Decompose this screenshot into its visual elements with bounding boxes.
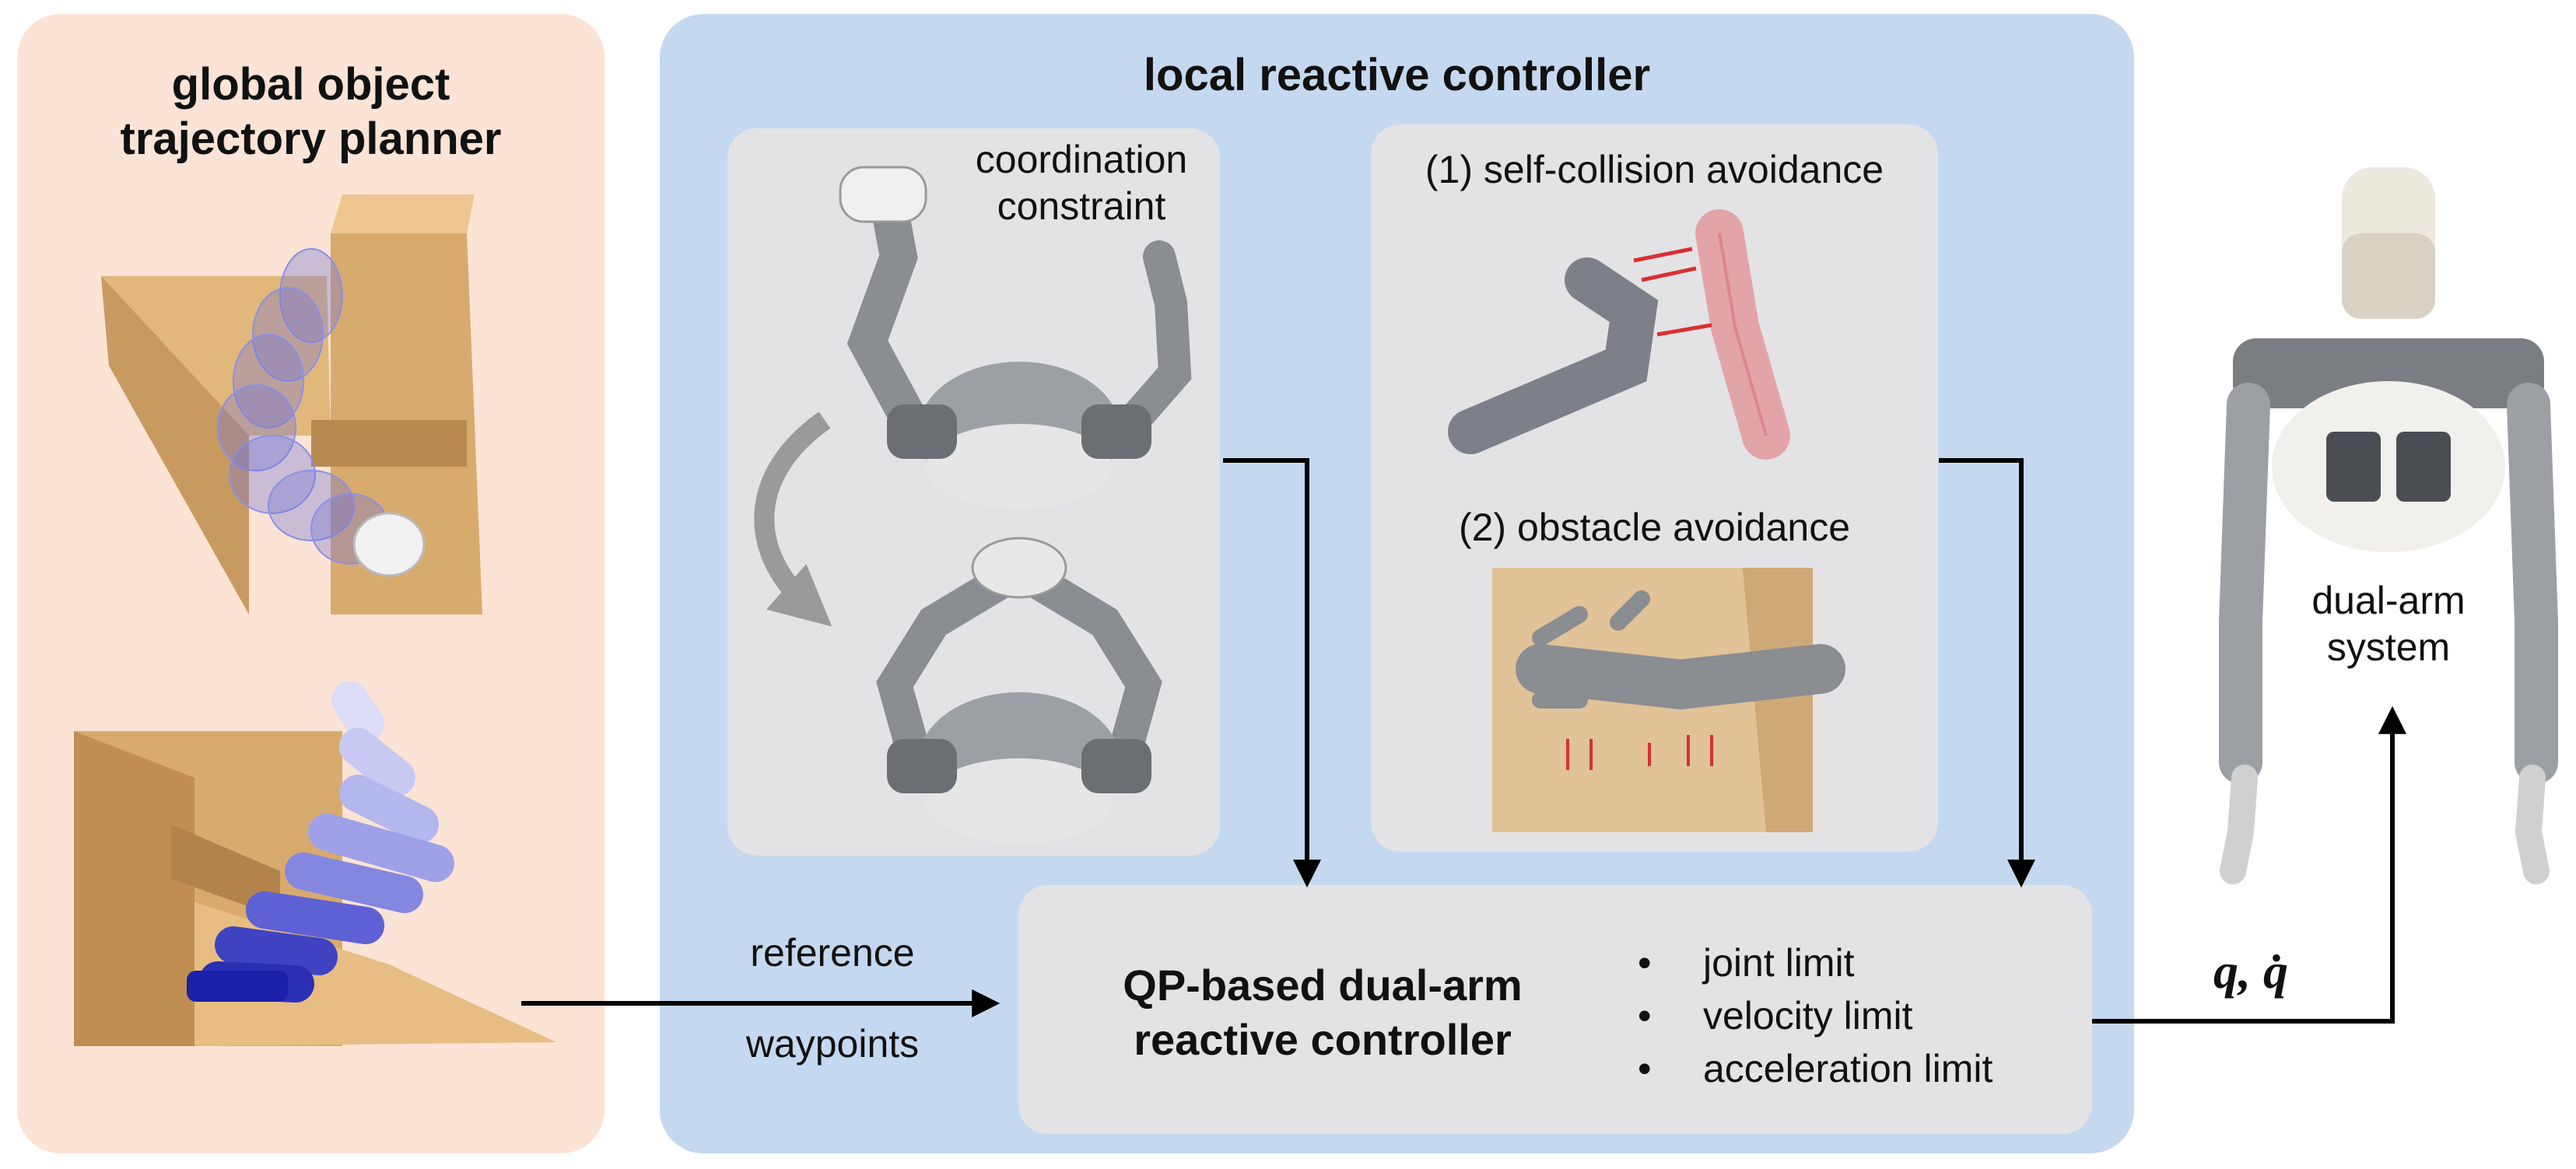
arrow-avoidance-to-qp [1939,458,2035,888]
limit-item: velocity limit [1638,989,1992,1042]
self-collision-label: (1) self-collision avoidance [1425,148,1884,191]
flow-arrows [521,458,2406,1024]
robot-label-line1: dual-arm [2311,579,2466,622]
limit-item: joint limit [1638,936,1992,989]
controller-title: local reactive controller [1143,50,1651,100]
humanoid-robot-image [2219,167,2558,884]
qp-title: QP-based dual-arm reactive controller [1043,958,1603,1067]
rotate-arrow-icon [754,411,832,627]
obstacle-hand-image [1492,568,1845,832]
stair-trajectory-bottom-image [74,681,556,1046]
self-collision-image [1448,209,1790,460]
arrow-qp-to-robot [2092,705,2406,1024]
reference-label-line2: waypoints [745,1022,920,1066]
arrow-coordination-to-qp [1223,458,1321,888]
coordination-label: coordination constraint [934,136,1229,229]
qp-title-line1: QP-based dual-arm [1123,961,1523,1010]
robot-label-line2: system [2326,625,2451,669]
dual-arm-pose-image [839,166,1192,844]
qp-title-line2: reactive controller [1134,1015,1512,1064]
stair-trajectory-top-image [101,194,482,614]
coordination-label-line2: constraint [997,184,1166,228]
output-symbol: q, q̇ [2213,943,2288,999]
limits-list: joint limit velocity limit acceleration … [1638,936,1992,1095]
planner-title-line1: global object [171,59,450,110]
obstacle-label: (2) obstacle avoidance [1458,506,1851,549]
limit-item: acceleration limit [1638,1042,1992,1095]
planner-title-line2: trajectory planner [120,113,502,164]
reference-label-line1: reference [750,931,915,975]
planner-title: global object trajectory planner [17,58,605,166]
coordination-label-line1: coordination [975,138,1188,181]
robot-label: dual-arm system [2272,577,2505,670]
